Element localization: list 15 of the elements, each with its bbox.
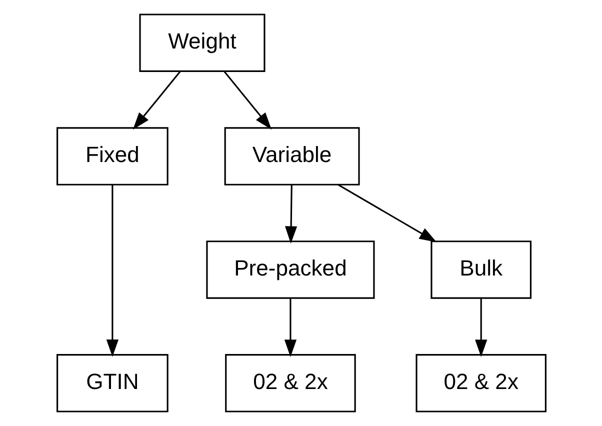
node-box: Fixed — [56, 127, 168, 186]
node-box: 02 & 2x — [415, 354, 546, 412]
arrow — [106, 184, 118, 357]
arrow — [337, 184, 436, 242]
arrow — [132, 71, 180, 130]
node-box: 02 & 2x — [224, 354, 356, 412]
arrow — [284, 185, 297, 244]
node-box: GTIN — [56, 354, 168, 412]
node-box: Variable — [224, 127, 360, 186]
arrow — [223, 71, 272, 130]
arrow — [284, 298, 296, 358]
node-box: Pre-packed — [206, 240, 374, 299]
node-box: Bulk — [430, 240, 532, 299]
arrow — [474, 298, 487, 358]
node-box: Weight — [138, 14, 265, 72]
